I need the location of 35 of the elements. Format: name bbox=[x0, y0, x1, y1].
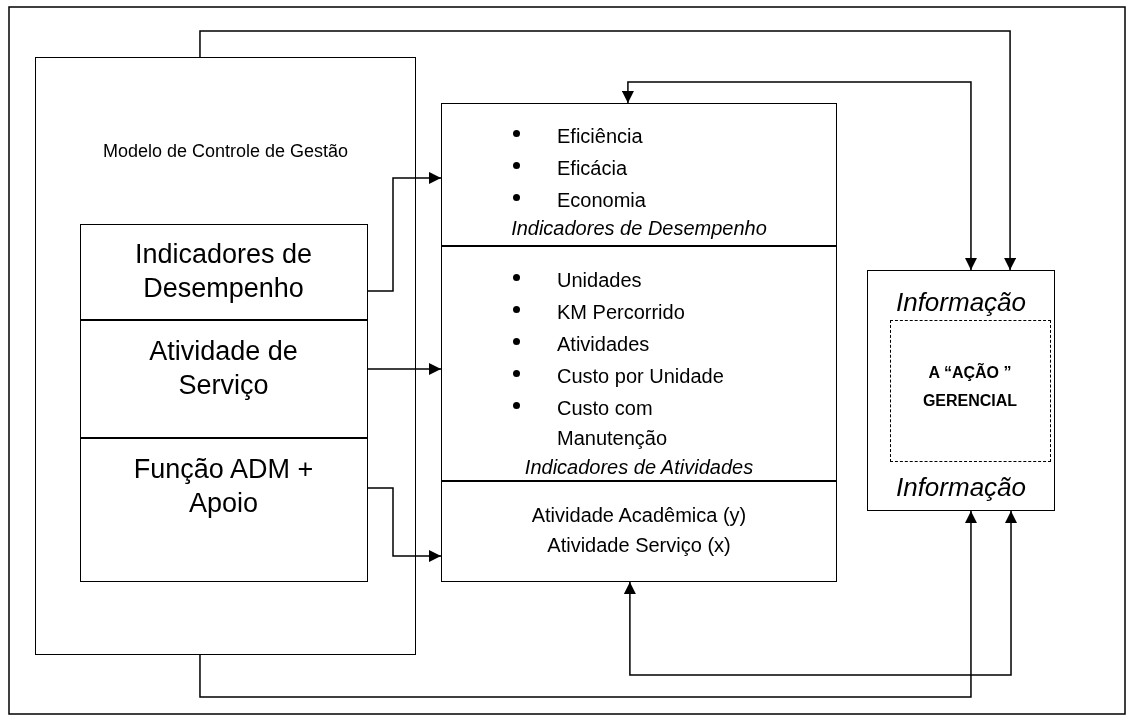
arrow bbox=[367, 487, 442, 563]
arrow bbox=[367, 171, 442, 292]
list-item: Custo com Manutenção bbox=[557, 396, 669, 451]
arrow bbox=[623, 510, 1017, 676]
list-item: Eficiência bbox=[557, 124, 644, 149]
arrow bbox=[199, 30, 1017, 271]
indicator-box bbox=[441, 103, 837, 246]
list-item: Atividades bbox=[557, 332, 651, 357]
action-box bbox=[889, 319, 1051, 462]
information-box bbox=[867, 270, 1055, 511]
information-label: Informação bbox=[894, 471, 1028, 504]
indicator-box bbox=[441, 246, 837, 481]
indicator-caption: Indicadores de Desempenho bbox=[510, 216, 768, 241]
information-label: Informação bbox=[894, 286, 1028, 319]
box-label: Função ADM + Apoio bbox=[132, 452, 315, 520]
list-item: Eficácia bbox=[557, 156, 629, 181]
box-label: Atividade de Serviço bbox=[148, 334, 299, 402]
activity-box bbox=[441, 481, 837, 582]
box-label: Atividade Acadêmica (y) bbox=[530, 503, 748, 528]
arrow bbox=[199, 510, 977, 698]
process-box bbox=[79, 437, 368, 582]
box-label: Indicadores de Desempenho bbox=[133, 237, 314, 305]
arrow bbox=[621, 81, 977, 271]
list-item: KM Percorrido bbox=[557, 300, 686, 325]
model-panel bbox=[35, 57, 416, 655]
list-item: Economia bbox=[557, 188, 647, 213]
indicator-caption: Indicadores de Atividades bbox=[523, 455, 755, 480]
box-label: A “AÇÃO ” GERENCIAL bbox=[921, 362, 1019, 411]
process-box bbox=[79, 223, 368, 320]
arrow bbox=[367, 363, 442, 375]
list-item: Unidades bbox=[557, 268, 643, 293]
list-item: Custo por Unidade bbox=[557, 364, 725, 389]
box-label: Atividade Serviço (x) bbox=[546, 533, 732, 558]
box-label: Modelo de Controle de Gestão bbox=[101, 140, 350, 163]
process-box bbox=[79, 319, 368, 438]
